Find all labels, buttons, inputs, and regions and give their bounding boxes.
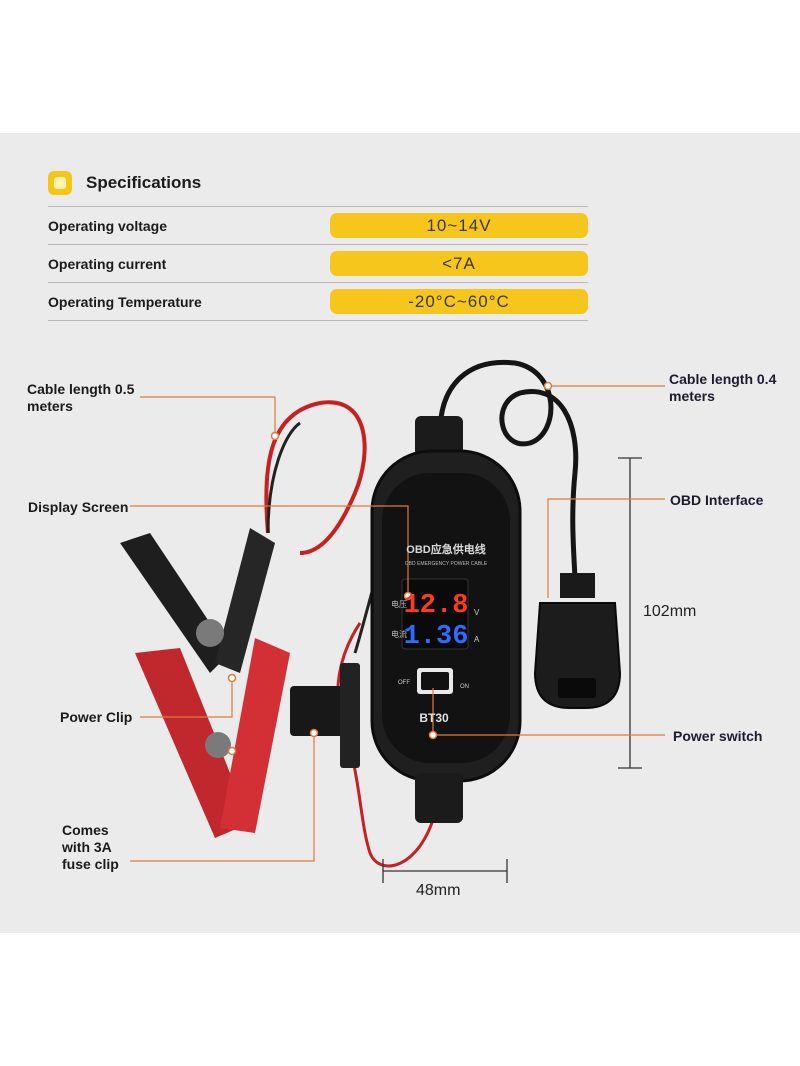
current-unit: A xyxy=(474,635,480,644)
callout-power-clip: Power Clip xyxy=(60,709,133,725)
black-cable xyxy=(266,421,301,534)
black-clip-jaw-lower xyxy=(215,528,275,673)
spec-value: -20°C~60°C xyxy=(330,289,588,314)
callout-power-switch: Power switch xyxy=(673,728,763,744)
spec-row: Operating current <7A xyxy=(48,244,588,282)
obd-cable xyxy=(437,359,579,584)
spec-label: Operating Temperature xyxy=(48,293,202,310)
dimension-width: 48mm xyxy=(416,882,461,899)
spec-value: 10~14V xyxy=(330,213,588,238)
callout-cable-left: Cable length 0.5 meters xyxy=(27,381,135,414)
product-illustration: OBD应急供电线 OBD EMERGENCY POWER CABLE 电压 电流… xyxy=(120,359,665,883)
callout-fuse-clip: Comes with 3A fuse clip xyxy=(62,822,119,872)
device-title-cn: OBD应急供电线 xyxy=(406,542,485,556)
callout-dots xyxy=(227,381,553,756)
red-clip-jaw-lower xyxy=(220,638,290,833)
red-clip-pivot xyxy=(205,732,231,758)
spec-label: Operating voltage xyxy=(48,217,168,234)
spec-square-icon xyxy=(48,171,72,195)
callout-obd-interface: OBD Interface xyxy=(670,492,764,508)
current-label: 电流 xyxy=(391,629,407,639)
red-cable-lower xyxy=(336,622,437,868)
obd-connector xyxy=(533,602,622,709)
callout-lines xyxy=(130,385,665,862)
spec-table: Operating voltage 10~14V Operating curre… xyxy=(48,206,588,321)
device-model: BT30 xyxy=(419,711,449,725)
display-screen-panel xyxy=(401,578,469,650)
spec-row: Operating Temperature -20°C~60°C xyxy=(48,282,588,321)
fuse-holder-cap xyxy=(340,663,360,768)
current-reading: 1.36 xyxy=(404,622,469,652)
spec-title: Specifications xyxy=(86,173,202,192)
voltage-unit: V xyxy=(474,608,480,617)
callout-cable-right: Cable length 0.4 meters xyxy=(669,371,777,404)
spec-header: Specifications xyxy=(48,168,201,198)
rocker-switch-inner xyxy=(421,672,449,690)
spec-row: Operating voltage 10~14V xyxy=(48,206,588,244)
width-dimension xyxy=(382,859,508,883)
spec-label: Operating current xyxy=(48,255,167,272)
red-cable xyxy=(264,400,367,555)
strain-relief-bottom xyxy=(415,773,463,823)
red-clip-jaw-upper xyxy=(135,648,250,838)
obd-neck xyxy=(560,573,595,598)
switch-off-label: OFF xyxy=(398,680,410,686)
spec-value: <7A xyxy=(330,251,588,276)
black-clip-pivot xyxy=(196,619,224,647)
height-dimension xyxy=(618,457,642,769)
callout-display-screen: Display Screen xyxy=(28,499,129,515)
voltage-label: 电压 xyxy=(391,599,407,609)
voltage-reading: 12.8 xyxy=(404,591,469,621)
dimension-height: 102mm xyxy=(643,603,697,620)
device-title-en: OBD EMERGENCY POWER CABLE xyxy=(405,561,488,567)
strain-relief-top xyxy=(415,416,463,456)
obd-pins xyxy=(558,678,596,698)
switch-on-label: ON xyxy=(460,684,469,690)
